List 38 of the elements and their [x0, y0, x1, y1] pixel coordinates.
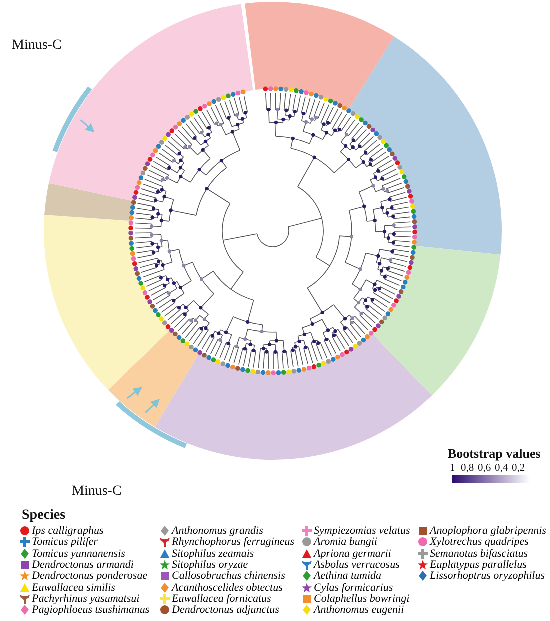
legend-label: Sympiezomias velatus	[314, 525, 410, 537]
legend-label: Pagiophloeus tsushimanus	[32, 604, 150, 616]
scale-tick: 0,2	[512, 463, 526, 474]
legend-label: Colaphellus bowringi	[314, 592, 410, 605]
legend-label: Xylotrechus quadripes	[430, 536, 529, 548]
legend-label: Tomicus pilifer	[32, 536, 98, 548]
legend-label: Euwallacea similis	[32, 582, 116, 594]
scale-tick: 0,8	[461, 463, 474, 474]
legend-label: Sitophilus zeamais	[172, 548, 254, 560]
scale-tick: 0,4	[495, 463, 508, 474]
legend-label: Callosobruchus chinensis	[172, 570, 286, 582]
legend-label: Anthonomus grandis	[172, 525, 264, 537]
legend-label: Anoplophora glabripennis	[430, 525, 546, 537]
legend-label: Ips calligraphus	[32, 525, 104, 537]
legend-label: Anthonomus eugenii	[314, 604, 404, 616]
legend-label: Dendroctonus armandi	[32, 558, 134, 571]
legend-label: Aromia bungii	[314, 536, 378, 548]
legend-label: Cylas formicarius	[314, 582, 394, 594]
legend-label: Sitophilus oryzae	[172, 558, 248, 571]
legend-label: Euplatypus parallelus	[430, 558, 527, 571]
legend-label: Rhynchophorus ferrugineus	[172, 536, 295, 548]
legend-label: Dendroctonus adjunctus	[172, 604, 280, 616]
legend-label: Asbolus verrucosus	[314, 558, 400, 571]
legend-label: Euwallacea fornicatus	[172, 592, 272, 605]
scale-tick: 1	[450, 463, 456, 474]
legend-label: Apriona germarii	[314, 548, 392, 560]
scale-tick: 0,6	[478, 463, 492, 474]
legend-title: Species	[22, 508, 66, 524]
legend-label: Semanotus bifasciatus	[430, 548, 528, 560]
scale-title: Bootstrap values	[448, 446, 541, 462]
legend-label: Dendroctonus ponderosae	[32, 570, 148, 582]
legend-label: Aethina tumida	[314, 570, 382, 582]
legend-label: Tomicus yunnanensis	[32, 548, 126, 560]
clade-label: Minus-C	[12, 38, 62, 54]
legend-label: Acanthoscelides obtectus	[172, 582, 283, 594]
legend-label: Pachyrhinus yasumatsui	[32, 592, 140, 605]
clade-label: Minus-C	[72, 484, 122, 500]
legend-label: Lissorhoptrus oryzophilus	[430, 570, 546, 582]
